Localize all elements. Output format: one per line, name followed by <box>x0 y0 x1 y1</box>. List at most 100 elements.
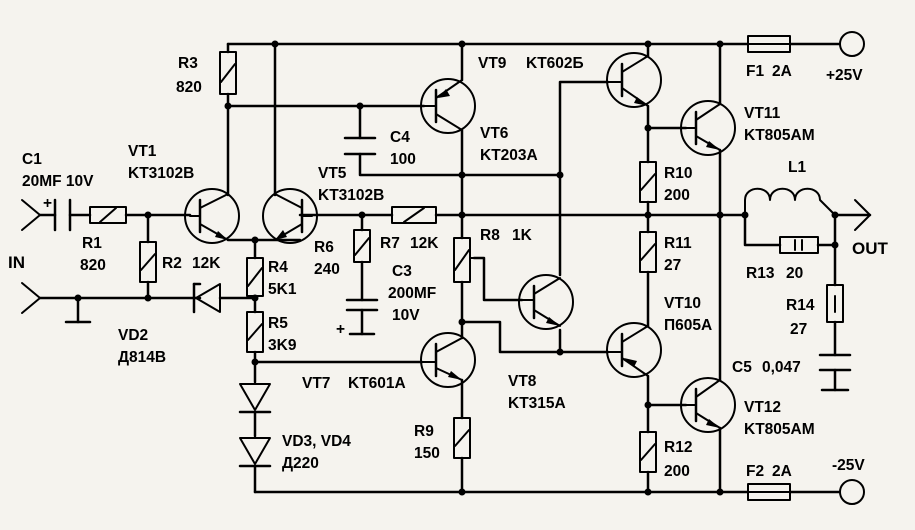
r2-name: R2 <box>162 255 182 272</box>
r13-name: R13 <box>746 265 775 282</box>
vt6-name: VT6 <box>480 125 509 142</box>
r14-name: R14 <box>786 297 815 314</box>
transistor-vt11 <box>680 100 736 156</box>
r2-value: 12K <box>192 255 221 272</box>
c5-name: C5 <box>732 359 752 376</box>
resistor-r7 <box>391 206 437 224</box>
r4-name: R4 <box>268 259 288 276</box>
vt11-part: KT805AM <box>744 127 815 144</box>
f2-name: F2 <box>746 463 764 480</box>
r10-name: R10 <box>664 165 692 182</box>
ground-arrow <box>21 282 41 314</box>
r7-name: R7 <box>380 235 400 252</box>
r11-name: R11 <box>664 235 692 252</box>
vt5-part: KT3102B <box>318 187 384 204</box>
l1-name: L1 <box>788 159 806 176</box>
r11-value: 27 <box>664 257 681 274</box>
resistor-r11 <box>639 231 657 273</box>
transistor-vt9 <box>606 52 662 108</box>
resistor-r3 <box>219 51 237 95</box>
vt5-name: VT5 <box>318 165 347 182</box>
resistor-r9 <box>453 417 471 459</box>
inductor-l1 <box>744 187 836 216</box>
vt7-name: VT7 <box>302 375 330 392</box>
resistor-r10 <box>639 161 657 203</box>
capacitor-c5 <box>818 353 852 372</box>
svg-text:+: + <box>336 321 345 338</box>
r5-name: R5 <box>268 315 288 332</box>
junction-dots <box>74 40 839 496</box>
vt12-part: KT805AM <box>744 421 815 438</box>
c3-value: 200MF <box>388 285 436 302</box>
transistor-vt12 <box>680 377 736 433</box>
svg-text:+: + <box>43 195 52 212</box>
r12-value: 200 <box>664 463 690 480</box>
r12-name: R12 <box>664 439 692 456</box>
labels: IN OUT +25V -25V C1 20MF 10V R1 820 R2 1… <box>8 55 889 480</box>
vt9-part: KT602Б <box>526 55 584 72</box>
terminal-neg <box>839 479 865 505</box>
c4-name: C4 <box>390 129 410 146</box>
c3-name: C3 <box>392 263 412 280</box>
r3-name: R3 <box>178 55 198 72</box>
diode-vd4 <box>238 437 272 468</box>
vt8-name: VT8 <box>508 373 537 390</box>
vd34-name: VD3, VD4 <box>282 433 351 450</box>
transistor-vt10 <box>606 322 662 378</box>
vt8-part: KT315A <box>508 395 566 412</box>
r6-value: 240 <box>314 261 340 278</box>
vt1-part: KT3102B <box>128 165 194 182</box>
resistor-r12 <box>639 431 657 473</box>
r4-value: 5K1 <box>268 281 297 298</box>
diode-vd2 <box>192 282 221 314</box>
supply-neg-label: -25V <box>832 457 865 474</box>
f2-value: 2A <box>772 463 792 480</box>
vt1-name: VT1 <box>128 143 157 160</box>
resistor-r2 <box>139 241 157 283</box>
r1-name: R1 <box>82 235 102 252</box>
vt11-name: VT11 <box>744 105 781 122</box>
diode-vd3 <box>238 383 272 414</box>
supply-pos-label: +25V <box>826 67 863 84</box>
vt10-name: VT10 <box>664 295 701 312</box>
vt7-part: KT601A <box>348 375 406 392</box>
c4-value: 100 <box>390 151 416 168</box>
vt12-name: VT12 <box>744 399 781 416</box>
transistor-vt1 <box>184 188 240 244</box>
f1-name: F1 <box>746 63 764 80</box>
input-arrow <box>21 199 41 231</box>
vt10-part: П605A <box>664 317 712 334</box>
resistor-r13 <box>779 236 819 254</box>
transistor-vt5 <box>262 188 318 244</box>
vd34-part: Д220 <box>282 455 319 472</box>
r8-value: 1K <box>512 227 533 244</box>
vd2-part: Д814В <box>118 349 166 366</box>
f1-value: 2A <box>772 63 792 80</box>
c1-value: 20MF 10V <box>22 173 94 190</box>
transistor-vt8 <box>518 274 574 330</box>
r6-name: R6 <box>314 239 334 256</box>
r10-value: 200 <box>664 187 690 204</box>
resistor-r1 <box>89 206 127 224</box>
vt6-part: KT203A <box>480 147 538 164</box>
r5-value: 3K9 <box>268 337 297 354</box>
r7-value: 12K <box>410 235 439 252</box>
r14-value: 27 <box>790 321 807 338</box>
r8-name: R8 <box>480 227 500 244</box>
c3-voltage: 10V <box>392 307 420 324</box>
c5-value: 0,047 <box>762 359 801 376</box>
transistor-vt7 <box>420 332 476 388</box>
c1-name: C1 <box>22 151 42 168</box>
transistor-vt6 <box>420 78 476 134</box>
resistor-r8 <box>453 237 477 283</box>
output-label: OUT <box>852 239 889 258</box>
r13-value: 20 <box>786 265 803 282</box>
capacitor-c3: + <box>336 298 379 338</box>
resistor-r6 <box>353 229 371 263</box>
resistor-r5 <box>246 311 264 353</box>
resistor-r14 <box>826 284 844 323</box>
fuse-f2 <box>747 483 791 501</box>
r3-value: 820 <box>176 79 202 96</box>
output-arrow <box>854 199 871 231</box>
